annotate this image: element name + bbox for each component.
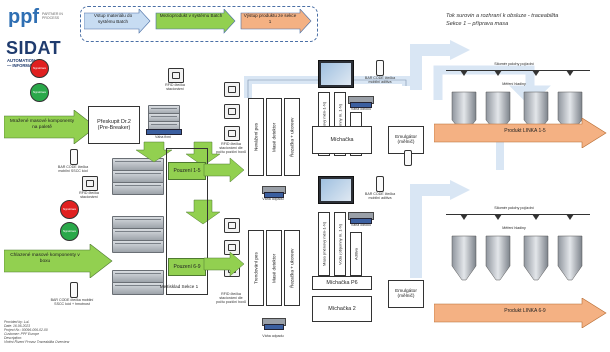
sidat-logo-sub2: — INFORMATICS [7,63,42,68]
line1-col-2: Masé detektor [266,98,282,176]
rfid-bot-1 [224,218,240,233]
ppf-logo-sub: PARTNER IN PROCESS [42,12,63,20]
footer-line-4: Customer: PPF Europe [4,332,39,337]
scale-right-bottom-base [350,218,372,224]
line1-pipe-to-silos [410,40,470,90]
batch-top-box: Pouzení 1-5 [168,162,206,180]
legend-intermediate-label: Mezioprodukt v systému Batch [159,13,223,18]
line2-vert-3: Aditiva [350,232,362,276]
rfid-reader-mid [82,176,98,191]
scale-sampling-bottom-label: Váha odpadu [262,334,284,338]
line2-mixer-p6: Míchačka P6 [312,276,372,290]
barcode-scanner-bottom [70,282,78,298]
hmi-monitor-bottom [318,176,354,204]
sidat-logo-text: SIDAT [6,38,62,58]
line1-product-label: Produkt LINKA 1-5 [504,128,546,134]
rfid-reader-stationary [168,68,184,83]
diagram-title: Tok surovin a rozhraní k obsluze - trace… [446,12,610,28]
chilled-input-label: Chlazené masové komponenty v boxu [10,253,80,264]
footer-line-1: Provided by: LuL [4,320,30,324]
rfid-top-label: RFID čtečka stacionární dle počtu pozičn… [216,142,246,155]
barcode-scanner-top [70,149,78,165]
line1-mixer: Míchačka [312,126,372,154]
line2-vert-1: Masa (měnový měn-1-N) [318,212,330,276]
line2-rail [446,214,590,215]
signal-light-red-top: Signalizace [30,59,49,78]
line2-product-arrow [434,298,607,328]
scale-right-top-label: Váha odtoku [350,107,372,111]
chilled-input-arrow [4,244,113,278]
line2-emulgator: Emulgátor (mělnič) [388,280,424,308]
prebreaker-box: Přeskupit Dr.2 (Pre-Breaker) [88,106,140,144]
legend-arrows [84,9,312,34]
buffer-crate-6 [112,240,164,253]
line1-col-3: Řezačka + ukoreev [284,98,300,176]
barcode-scanner-line1-label: BAR CODE čtečka mobilní aditiva [364,76,396,85]
barcode-scanner-bottom-label: BAR CODE čtečka mobilní SSCC kód + hmotn… [50,298,94,307]
footer-line-5: Description: [4,336,22,341]
line2-product-label: Produkt LINKA 6-9 [504,308,546,314]
barcode-scanner-line1 [376,60,384,76]
buffer-crate-3 [112,182,164,195]
rfid-bot-label: RFID čtečka stacionární dle počtu pozičn… [216,292,246,305]
floor-scale-label: Váha fixní [155,135,171,139]
barcode-scanner-top-label: BAR CODE čtečka mobilní SSCC kód [57,165,89,174]
line1-product-arrow [434,118,607,148]
hmi-monitor-top [318,60,354,88]
line2-col-3: Řezačka + ukoreev [284,230,300,306]
line1-rail [446,70,590,71]
footer-info: Provided by: LuL Date: 16.06.2023 Projec… [4,320,124,345]
frozen-input-arrow [4,110,97,144]
line1-silos-label: Silomér polohy pojízdní [494,62,534,66]
barcode-scanner-line2-label: BAR CODE čtečka mobilní aditiva [364,192,396,201]
frozen-input-label: Mražené masové komponenty na paletě [9,119,75,130]
rfid-top-3 [224,126,240,141]
title-line-2: Sekce 1 – příprava masa [446,21,509,27]
scale-sampling-top-base [264,192,284,198]
signal-light-red-bottom: Signalizace [60,200,79,219]
line1-silos [451,70,583,133]
ppf-logo: ppf PARTNER IN PROCESS [8,6,78,32]
buffer-flow-arrows [135,141,221,225]
footer-line-3: Project Nr.: 00096-006-02-00 [4,328,48,333]
title-line-1: Tok surovin a rozhraní k obsluze - trace… [446,13,559,19]
sidat-logo-sub1: AUTOMATION [7,58,35,63]
rfid-reader-mid-label: RFID čtečka stacionární [79,191,99,200]
rfid-top-2 [224,104,240,119]
rfid-top-1 [224,82,240,97]
batch-to-line-arrows [203,157,245,277]
line2-col-2: Masé detektor [266,230,282,306]
legend-input-label: Vstup materiálu do systému Batch [93,13,133,24]
batch-bottom-box: Pouzení 6-9 [168,258,206,276]
line2-col-1: Trendování pes [248,230,264,306]
scale-sampling-bottom-base [264,324,284,330]
signal-light-green-top: Signalizace [30,83,49,102]
sidat-logo: SIDAT AUTOMATION — INFORMATICS [6,38,76,72]
line2-silos-label: Silomér polohy pojízdní [494,206,534,210]
barcode-scanner-line1-b [404,150,412,166]
line1-scale-label: Měření hladiny [502,82,526,86]
rfid-reader-stationary-label: RFID čtečka stacionární [165,83,185,92]
rfid-bot-2 [224,240,240,255]
line2-scale-label: Měření hladiny [502,226,526,230]
buffer-section-box [166,148,208,295]
buffer-section-label: Mezisklad Sekce 1 [159,284,199,289]
line2-silos [451,214,583,281]
footer-line-6: Vlnění Řízení Provoz Traceabilita Overvi… [4,340,70,345]
buffer-crate-8 [112,282,164,295]
floor-scale [146,129,182,135]
line2-mixer: Míchačka 2 [312,296,372,322]
signal-light-green-bottom: Signalizace [60,222,79,241]
scale-right-bottom-label: Váha odtoku [350,223,372,227]
barcode-scanner-line2 [376,176,384,192]
line1-col-1: Nevážení pes [248,98,264,176]
scale-right-top-base [350,102,372,108]
scale-sampling-top-label: Váha odpadu [262,197,284,201]
legend-output-label: Výstup produktu ze sekce 1 [243,13,297,24]
line2-pipe-to-silos [410,180,470,278]
footer-line-2: Date: 16.06.2023 [4,324,31,329]
line2-vert-2: Voda (objemny m. 1-N) [334,212,346,276]
legend [80,6,318,42]
ppf-logo-text: ppf [8,6,40,28]
